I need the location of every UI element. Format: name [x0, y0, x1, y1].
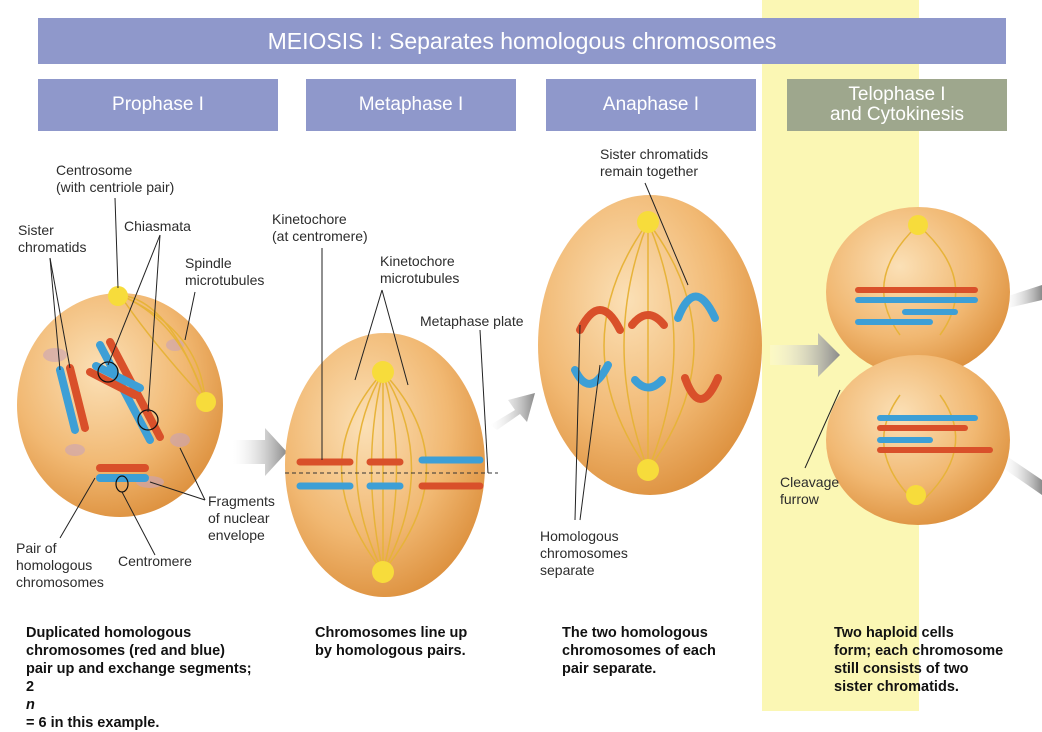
meiosis-illustration — [17, 182, 1042, 597]
metaphase-cell — [285, 333, 498, 597]
telophase-cells — [826, 207, 1010, 525]
caption-telophase: Two haploid cells form; each chromosome … — [834, 625, 1004, 695]
anaphase-cell — [538, 195, 762, 495]
caption-prophase: Duplicated homologous chromosomes (red a… — [26, 625, 252, 731]
stage-arrow — [770, 333, 840, 377]
stage-arrow — [1003, 285, 1042, 495]
stage-arrow — [233, 428, 287, 476]
label-centrosome: Centrosome(with centriole pair) — [56, 162, 175, 195]
label-kinetochore: Kinetochore(at centromere) — [272, 211, 368, 244]
label-centromere: Centromere — [118, 553, 192, 569]
label-metaphase-plate: Metaphase plate — [420, 313, 524, 329]
phase-header-metaphase: Metaphase I — [306, 79, 516, 131]
meiosis-banner: MEIOSIS I: Separates homologous chromoso… — [38, 18, 1006, 64]
label-pointers — [49, 182, 841, 556]
label-chiasmata: Chiasmata — [124, 218, 191, 234]
phase-header-anaphase: Anaphase I — [546, 79, 756, 131]
caption-metaphase: Chromosomes line up by homologous pairs. — [315, 625, 468, 659]
caption-anaphase: The two homologous chromosomes of each p… — [562, 625, 716, 677]
stage-arrow — [490, 393, 535, 430]
phase-header-prophase: Prophase I — [38, 79, 278, 131]
prophase-cell — [17, 286, 223, 517]
